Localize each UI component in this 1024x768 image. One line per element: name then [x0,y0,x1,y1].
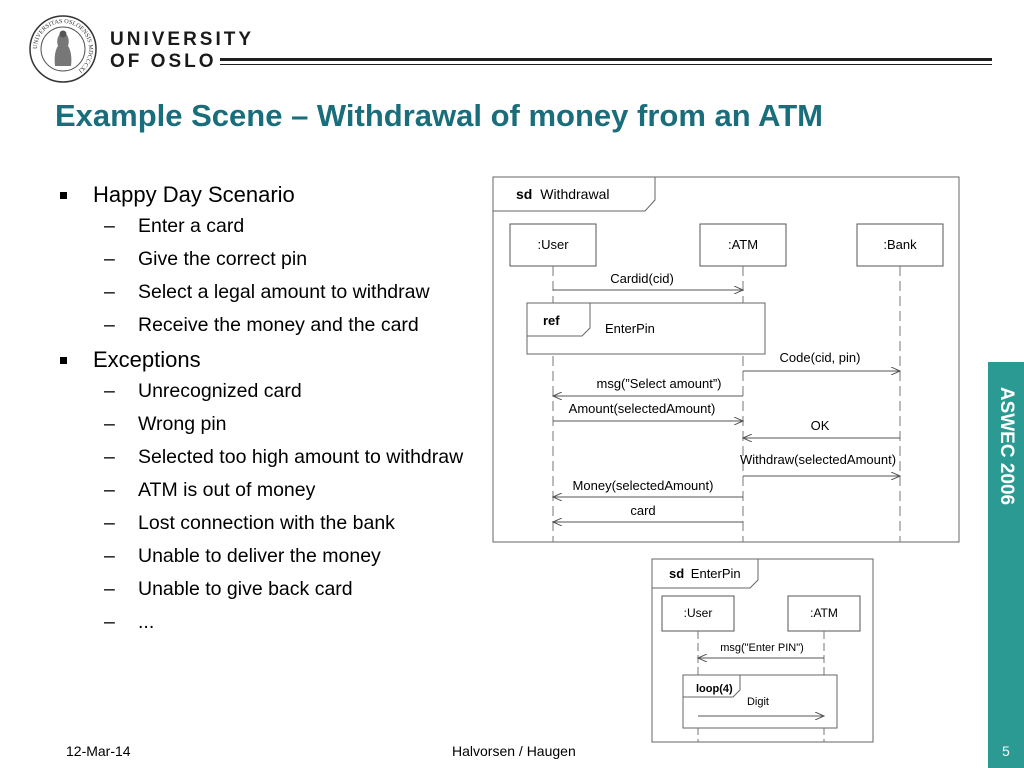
conference-label: ASWEC 2006 [996,386,1017,506]
sub-bullet: Unable to deliver the money [58,543,490,569]
header-rule [220,58,992,61]
message-code: Code(cid, pin) [743,350,900,371]
sub-bullet: Receive the money and the card [58,312,490,338]
footer-author: Halvorsen / Haugen [452,743,576,759]
sub-bullet: Unrecognized card [58,378,490,404]
bullet-list: Happy Day Scenario Enter a card Give the… [58,180,490,642]
conference-sidebar [988,362,1024,768]
loop-fragment: loop(4) Digit [682,674,838,729]
lifeline-user: :User [509,223,597,542]
svg-text:loop(4): loop(4) [696,683,733,695]
sub-bullet: Selected too high amount to withdraw [58,444,490,470]
svg-text:Code(cid, pin): Code(cid, pin) [780,350,861,365]
message-amount: Amount(selectedAmount) [553,401,743,421]
svg-text:ref: ref [543,313,560,328]
svg-text:card: card [630,503,655,518]
svg-text:OK: OK [811,418,830,433]
bullet-happy-day: Happy Day Scenario [58,180,490,210]
message-card: card [553,503,743,522]
svg-text::Bank: :Bank [883,237,917,252]
frame-name: Withdrawal [540,186,609,202]
sd-enterpin-frame: sd EnterPin [651,558,874,743]
sub-bullet: Wrong pin [58,411,490,437]
svg-text:msg("Enter PIN"): msg("Enter PIN") [720,642,804,654]
slide-title: Example Scene – Withdrawal of money from… [55,98,823,133]
lifeline-bank: :Bank [856,223,944,542]
sub-bullet: Give the correct pin [58,246,490,272]
lifeline-atm: :ATM [699,223,787,542]
page-number: 5 [1002,743,1010,759]
message-enter-pin: msg("Enter PIN") [698,642,824,658]
svg-text::ATM: :ATM [728,237,758,252]
svg-text::User: :User [537,237,569,252]
header-rule-thin [220,64,992,65]
sub-bullet: Enter a card [58,213,490,239]
svg-text:Amount(selectedAmount): Amount(selectedAmount) [569,401,716,416]
bullet-exceptions: Exceptions [58,345,490,375]
svg-text:sd EnterPin: sd EnterPin [669,566,741,581]
sub-bullet: Lost connection with the bank [58,510,490,536]
sd-keyword: sd [516,186,532,202]
svg-text:sd Withdrawal: sd Withdrawal [516,186,609,202]
university-name-line1: UNIVERSITY [110,29,255,50]
university-seal-logo: UNIVERSITAS OSLOENSIS MDCCCXI [29,15,97,83]
message-select-amount: msg(”Select amount”) [553,376,743,396]
sub-bullet: Unable to give back card [58,576,490,602]
message-money: Money(selectedAmount) [553,478,743,497]
sub-bullet: ... [58,609,490,635]
message-ok: OK [743,418,900,438]
svg-text:Digit: Digit [747,696,769,708]
svg-text:Cardid(cid): Cardid(cid) [610,271,674,286]
sub-bullet: ATM is out of money [58,477,490,503]
svg-text:EnterPin: EnterPin [605,321,655,336]
svg-text::User: :User [684,606,713,620]
footer-date: 12-Mar-14 [66,743,131,759]
svg-text:msg(”Select amount”): msg(”Select amount”) [597,376,722,391]
message-cardid: Cardid(cid) [553,271,743,290]
message-withdraw: Withdraw(selectedAmount) [740,452,900,476]
svg-text::ATM: :ATM [810,606,838,620]
svg-text:Withdraw(selectedAmount): Withdraw(selectedAmount) [740,452,896,467]
sd-withdrawal-frame: sd Withdrawal [492,176,960,543]
ref-enterpin-fragment: ref EnterPin [526,302,766,355]
university-name-line2: OF OSLO [110,51,217,72]
svg-text:Money(selectedAmount): Money(selectedAmount) [573,478,714,493]
sub-bullet: Select a legal amount to withdraw [58,279,490,305]
